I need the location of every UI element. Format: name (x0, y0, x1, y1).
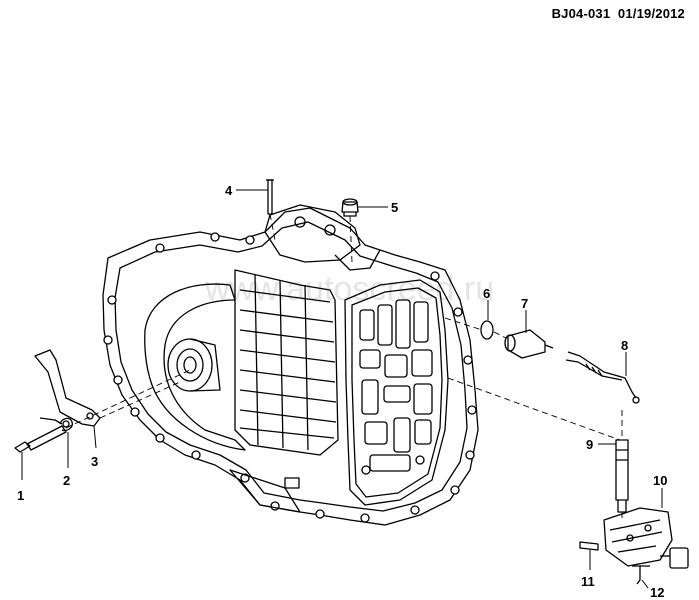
callout-7: 7 (521, 296, 528, 311)
callout-4: 4 (225, 183, 233, 198)
part-7-solenoid (504, 329, 554, 359)
doc-id: BJ04-031 (551, 6, 611, 21)
part-5-plug (341, 198, 359, 217)
assembly-guidelines (65, 213, 623, 522)
callouts: 1 2 3 4 5 6 7 8 9 10 11 12 (17, 183, 667, 600)
part-8-rod (565, 351, 640, 404)
callout-1: 1 (17, 488, 24, 503)
part-10-harness (603, 507, 689, 569)
doc-date: 01/19/2012 (617, 6, 685, 21)
callout-10: 10 (653, 473, 667, 488)
callout-12: 12 (650, 585, 664, 600)
callout-3: 3 (91, 454, 98, 469)
part-1-bolt (14, 425, 67, 453)
leader-3 (93, 425, 97, 449)
transmission-case (102, 204, 479, 526)
part-3-lever (34, 349, 101, 427)
part-2-clip (39, 417, 73, 432)
leader-12 (641, 579, 649, 589)
callout-2: 2 (63, 473, 70, 488)
callout-5: 5 (391, 200, 398, 215)
callout-11: 11 (581, 574, 595, 589)
callout-9: 9 (586, 437, 593, 452)
part-11-pin (579, 541, 599, 551)
document-header: BJ04-031 01/19/2012 (552, 6, 685, 21)
part-6-o-ring (480, 320, 494, 340)
callout-8: 8 (621, 338, 628, 353)
watermark-text: www.autoscreed.ru (204, 270, 494, 308)
part-9-stem (615, 439, 629, 513)
part-12-screw (632, 565, 650, 585)
part-4-pin (266, 179, 274, 215)
callout-6: 6 (483, 286, 490, 301)
